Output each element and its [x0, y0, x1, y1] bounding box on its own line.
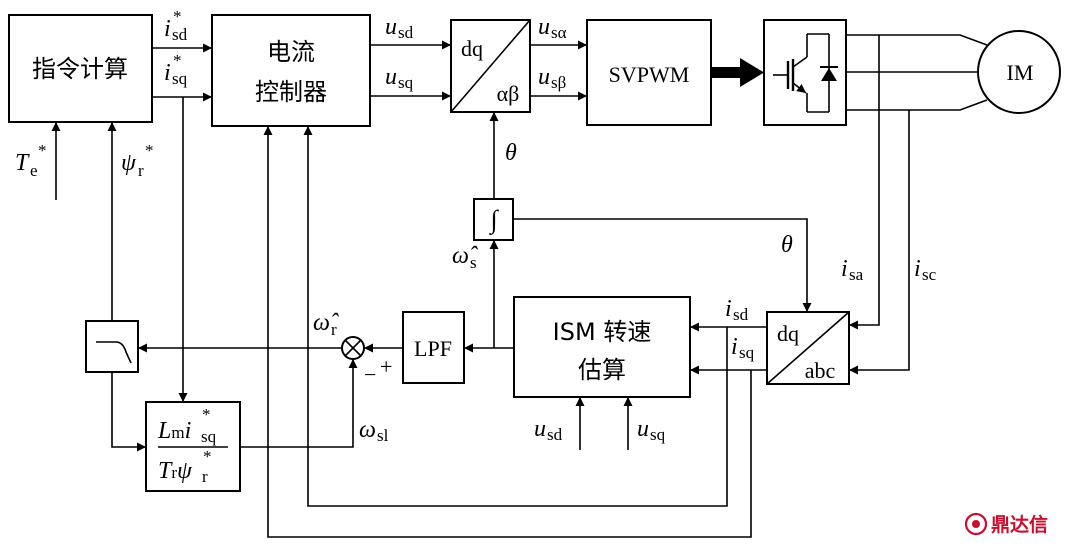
slip-den-star: * [203, 447, 212, 466]
label-usd-bottom: u sd [534, 416, 563, 444]
label-us-beta: u sβ [538, 64, 566, 92]
label-omega-sl: ω sl [359, 417, 389, 445]
svg-text:i: i [841, 256, 848, 282]
svg-text:u: u [385, 64, 397, 90]
motor-label: IM [1007, 60, 1034, 85]
park-dq-label: dq [461, 36, 483, 61]
clarke-dq-label: dq [777, 321, 799, 346]
label-omega-r-hat: ω̂ r [313, 310, 339, 339]
slip-num-star: * [202, 405, 211, 424]
svg-text:r: r [331, 320, 337, 339]
flux-limiter-block [85, 320, 139, 373]
svg-text:u: u [538, 64, 550, 90]
abc-dq-transform-block: dq abc [766, 311, 850, 385]
svg-text:ψ: ψ [121, 150, 137, 176]
svg-text:u: u [534, 416, 546, 442]
clarke-abc-label: abc [805, 358, 836, 383]
svg-text:sβ: sβ [551, 73, 566, 92]
svg-text:sl: sl [377, 426, 389, 445]
ism-label-2: 估算 [578, 356, 626, 384]
svg-text:sc: sc [922, 265, 937, 284]
label-theta-park: θ [505, 140, 517, 166]
inverter-block [763, 19, 847, 126]
current-controller-label-2: 控制器 [255, 78, 327, 106]
command-calc-label: 指令计算 [32, 55, 128, 83]
svg-text:sq: sq [172, 69, 188, 88]
watermark-text: 鼎达信 [991, 513, 1048, 536]
label-isq-fb: i sq [731, 334, 755, 362]
watermark-logo-icon [964, 512, 988, 536]
label-plus: + [380, 354, 392, 379]
label-usq-bottom: u sq [637, 416, 666, 444]
label-te-star: T e * [15, 141, 47, 180]
label-omega-s-hat: ω̂ s [452, 243, 478, 272]
svg-text:i: i [725, 296, 732, 322]
svg-text:*: * [145, 141, 154, 160]
slip-calculator-block: Lmi * sq Trψ * r [145, 401, 241, 492]
svpwm-block: SVPWM [586, 19, 712, 126]
lpf-block: LPF [402, 311, 465, 384]
svg-text:sd: sd [547, 425, 563, 444]
label-usq-top: u sq [385, 64, 414, 92]
pwm-signal-arrow [711, 58, 764, 87]
svg-text:sq: sq [650, 425, 666, 444]
svg-text:u: u [637, 416, 649, 442]
current-controller-block: 电流 控制器 [211, 14, 371, 127]
slip-numerator: Lmi [157, 418, 191, 444]
svg-text:sd: sd [398, 23, 414, 42]
current-controller-label-1: 电流 [267, 38, 315, 66]
label-isq-star: i * sq [164, 51, 188, 88]
svg-text:sa: sa [849, 265, 864, 284]
svg-text:u: u [538, 14, 550, 40]
park-ab-label: αβ [497, 81, 520, 106]
svg-text:i: i [164, 60, 171, 86]
command-calc-block: 指令计算 [8, 14, 153, 123]
slip-num-sq: sq [201, 427, 217, 446]
integrator-block: ∫ [473, 198, 514, 241]
svg-text:r: r [138, 161, 144, 180]
park-transform-block: dq αβ [450, 19, 531, 113]
svg-text:i: i [164, 16, 171, 42]
ism-label-1: ISM 转速 [553, 318, 652, 346]
svg-text:sq: sq [739, 343, 755, 362]
label-isa: i sa [841, 256, 864, 284]
svg-text:sq: sq [398, 73, 414, 92]
label-minus: − [364, 362, 376, 387]
svg-text:ω: ω [359, 417, 376, 443]
svg-text:*: * [173, 7, 182, 26]
svg-text:u: u [385, 14, 397, 40]
svg-text:*: * [38, 141, 47, 160]
svg-text:sd: sd [172, 25, 188, 44]
summing-junction [341, 336, 365, 360]
ism-speed-estimator-block: ISM 转速 估算 [513, 296, 691, 398]
label-usd-top: u sd [385, 14, 414, 42]
svg-text:sd: sd [733, 305, 749, 324]
signal-lines [51, 34, 988, 538]
svg-text:e: e [30, 161, 38, 180]
slip-den-r: r [202, 467, 208, 486]
svg-text:s: s [470, 253, 477, 272]
svg-text:T: T [15, 150, 30, 176]
label-us-alpha: u sα [538, 14, 567, 42]
svg-text:i: i [914, 256, 921, 282]
slip-denominator: Trψ [158, 458, 193, 484]
diode-icon [820, 66, 838, 81]
watermark: 鼎达信 [964, 512, 1048, 536]
svg-text:*: * [173, 51, 182, 70]
label-isd-star: i * sd [164, 7, 188, 44]
label-psi-r-star: ψ r * [121, 141, 154, 180]
motor-block: IM [977, 30, 1061, 114]
svg-text:sα: sα [551, 23, 567, 42]
svg-text:i: i [731, 334, 738, 360]
svpwm-label: SVPWM [609, 62, 690, 87]
lpf-label: LPF [414, 336, 452, 361]
label-isd-fb: i sd [725, 296, 749, 324]
integrator-label: ∫ [488, 205, 499, 235]
label-isc: i sc [914, 256, 937, 284]
label-theta-clarke: θ [781, 232, 793, 258]
